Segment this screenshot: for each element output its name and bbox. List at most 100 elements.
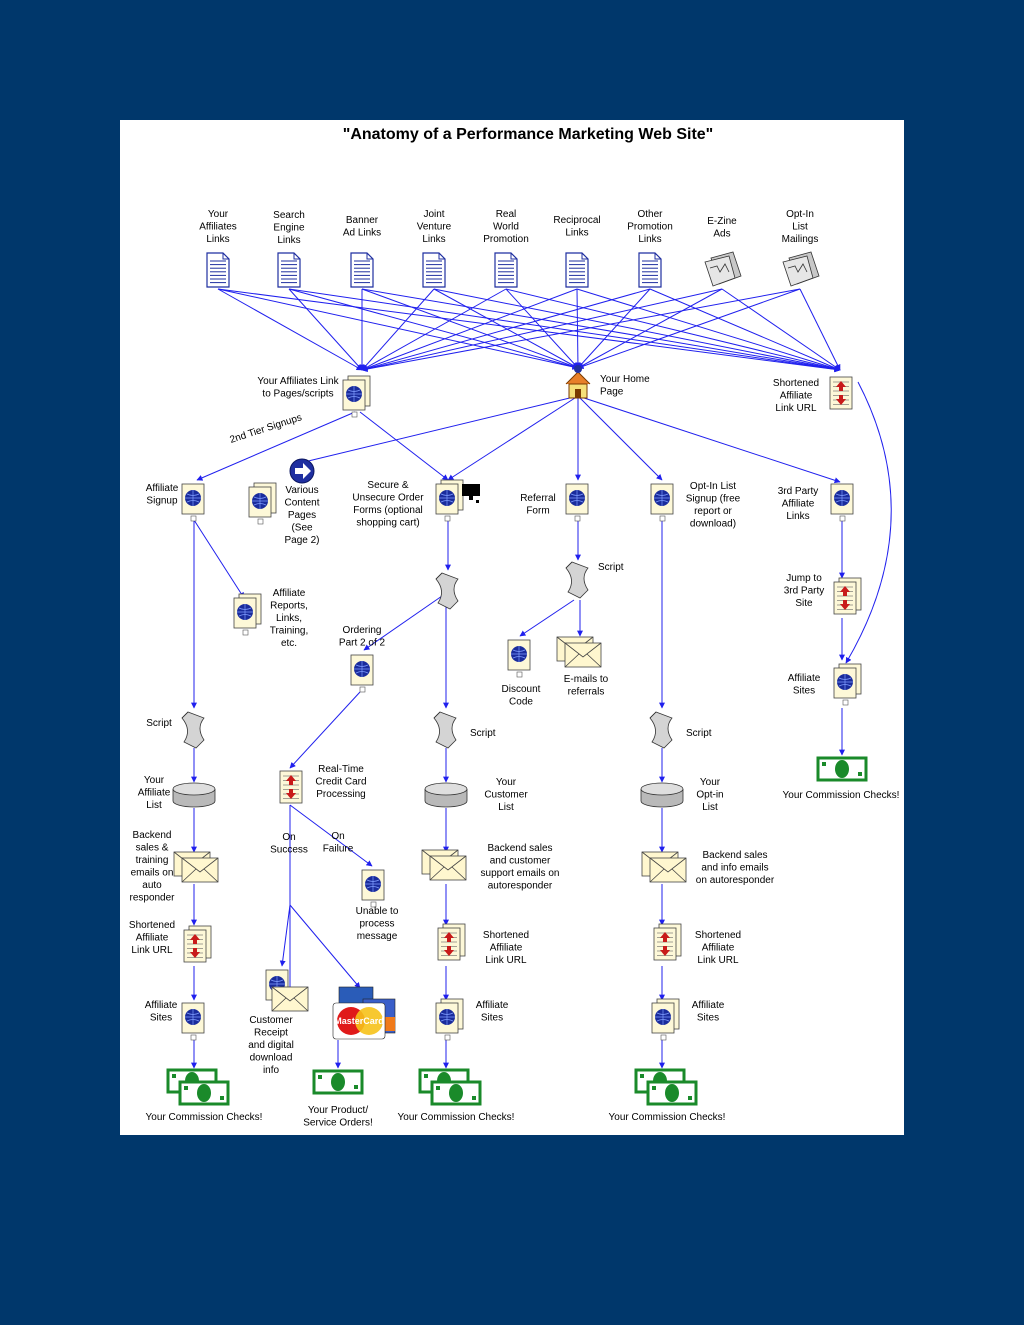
referral-form-icon[interactable] (565, 483, 589, 522)
col3-script-icon[interactable] (433, 711, 457, 749)
col4-script-label-line: Script (686, 728, 712, 739)
col1-list-icon[interactable] (172, 782, 216, 808)
third-party-sites-label-line: Sites (793, 686, 815, 697)
edge (361, 288, 801, 372)
various-content-icon[interactable] (248, 482, 277, 525)
edge (519, 599, 575, 637)
col3-script-label: Script (470, 728, 496, 739)
credit-card-label-line: Real-Time (318, 764, 364, 775)
your-affiliates-links-icon[interactable] (206, 252, 230, 288)
diagram-title: "Anatomy of a Performance Marketing Web … (343, 126, 714, 143)
optin-list-mailings-icon[interactable] (782, 251, 820, 287)
col3-backend-icon[interactable] (421, 849, 467, 881)
col4-sites-icon[interactable] (651, 998, 680, 1041)
col3-sites-icon[interactable] (435, 998, 464, 1041)
affiliate-reports-icon[interactable] (233, 593, 262, 636)
various-content-label-line: Page 2) (284, 535, 319, 546)
col4-checks-label: Your Commission Checks! (609, 1112, 726, 1123)
col3-list-label-line: Customer (484, 790, 528, 801)
referral-script-label: Script (598, 562, 624, 573)
affiliates-link-pages-label-line: Your Affiliates Link (257, 376, 339, 387)
col4-script-icon[interactable] (649, 711, 673, 749)
optin-signup-icon[interactable] (650, 483, 674, 522)
col1-backend-label-line: training (136, 855, 169, 866)
other-promotion-links-label-line: Promotion (627, 222, 673, 233)
col1-backend-label-line: Backend (133, 830, 172, 841)
credit-card-icon[interactable] (279, 770, 303, 804)
edge (361, 288, 651, 372)
ordering-part2-icon[interactable] (350, 654, 374, 693)
shortened-affiliate-link-top-icon[interactable] (829, 376, 853, 410)
col4-list-icon[interactable] (640, 782, 684, 808)
reciprocal-links-label-line: Reciprocal (553, 215, 600, 226)
col3-short-icon[interactable] (437, 923, 466, 961)
order-forms-icon[interactable] (435, 479, 464, 522)
affiliate-signup-icon[interactable] (181, 483, 205, 522)
joint-venture-links-icon[interactable] (422, 252, 446, 288)
reciprocal-links-icon[interactable] (565, 252, 589, 288)
edge (361, 288, 841, 373)
product-orders-label-line: Service Orders! (303, 1118, 372, 1129)
reciprocal-links-label-line: Links (565, 228, 588, 239)
col1-sites-icon[interactable] (181, 1002, 205, 1041)
ordering-part2-label-line: Part 2 of 2 (339, 638, 386, 649)
banner-ad-links-icon[interactable] (350, 252, 374, 288)
affiliates-link-pages-icon[interactable] (342, 375, 371, 418)
edge (217, 288, 363, 371)
referral-form-label-line: Referral (520, 493, 556, 504)
third-party-links-icon[interactable] (830, 483, 854, 522)
home-page-icon[interactable] (565, 365, 591, 399)
affiliate-signup-label-line: Affiliate (146, 483, 179, 494)
order-script-icon[interactable] (435, 572, 459, 610)
unable-to-process-icon[interactable] (361, 869, 385, 908)
col1-backend-icon[interactable] (173, 851, 219, 883)
search-engine-links-icon[interactable] (277, 252, 301, 288)
col3-list-icon[interactable] (424, 782, 468, 808)
col1-sites-label-line: Sites (150, 1013, 172, 1024)
customer-receipt-icon[interactable] (271, 986, 309, 1012)
col4-backend-icon[interactable] (641, 851, 687, 883)
ezine-ads-icon[interactable] (704, 251, 742, 287)
third-party-sites-icon[interactable] (833, 663, 862, 706)
edge (289, 691, 361, 769)
col4-short-label-line: Shortened (695, 930, 741, 941)
col4-backend-label-line: on autoresponder (696, 875, 775, 886)
third-party-links-label-line: Affiliate (782, 499, 815, 510)
col3-backend-label-line: autoresponder (488, 881, 553, 892)
edge (577, 395, 841, 484)
col1-backend-label-line: sales & (136, 843, 169, 854)
col3-script-label-line: Script (470, 728, 496, 739)
real-world-promotion-icon[interactable] (494, 252, 518, 288)
edge (799, 288, 841, 371)
col1-short-label-line: Affiliate (136, 933, 169, 944)
affiliate-reports-label-line: etc. (281, 638, 297, 649)
joint-venture-links-label-line: Joint (423, 209, 444, 220)
col1-script-icon[interactable] (181, 711, 205, 749)
referral-script-icon[interactable] (565, 561, 589, 599)
credit-card-logo-icon[interactable]: MasterCard (332, 986, 396, 1040)
edge (433, 288, 841, 372)
emails-to-referrals-icon[interactable] (556, 636, 602, 668)
on-failure-label-line: On (331, 831, 344, 842)
col3-checks-label-line: Your Commission Checks! (398, 1112, 515, 1123)
on-success-label-line: Success (270, 845, 308, 856)
discount-code-icon[interactable] (507, 639, 531, 678)
product-orders-label-line: Your Product/ (308, 1105, 368, 1116)
col1-backend-label-line: auto (142, 880, 162, 891)
affiliate-reports-label-line: Links, (276, 613, 302, 624)
col4-sites-label-line: Affiliate (692, 1000, 725, 1011)
col4-short-icon[interactable] (653, 923, 682, 961)
other-promotion-links-icon[interactable] (638, 252, 662, 288)
col1-short-icon[interactable] (183, 925, 212, 963)
jump-third-party-icon[interactable] (833, 577, 862, 615)
